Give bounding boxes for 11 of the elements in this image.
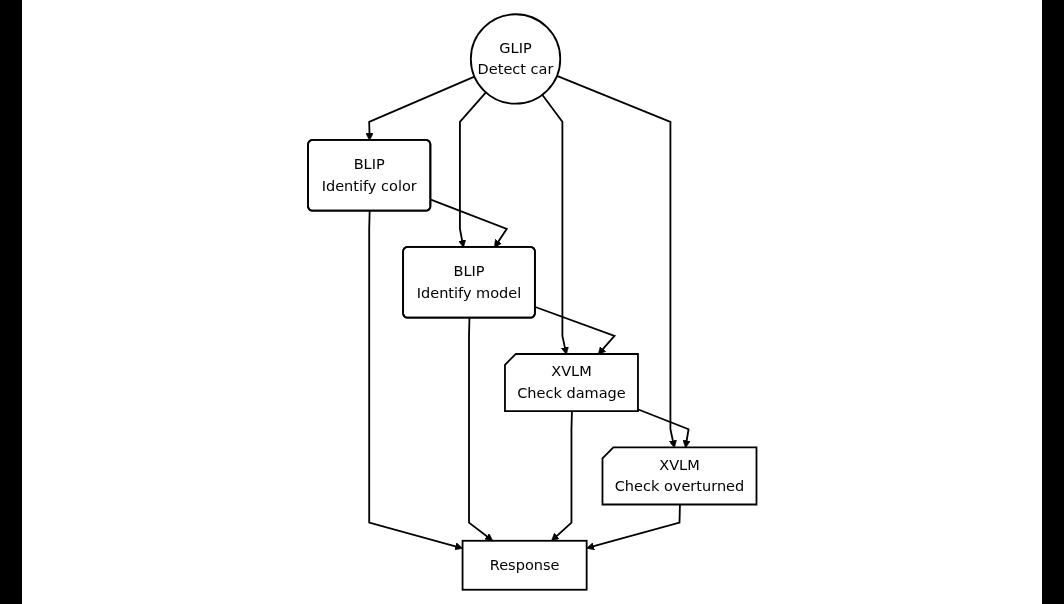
arrow bbox=[467, 317, 493, 542]
arrow bbox=[457, 91, 487, 248]
arrow bbox=[534, 306, 616, 355]
arrow bbox=[541, 93, 569, 355]
arrow bbox=[365, 75, 476, 141]
arrow bbox=[586, 504, 681, 551]
arrow bbox=[368, 210, 463, 551]
node-box: Response bbox=[461, 539, 588, 591]
node-circle: GLIP Detect car bbox=[469, 13, 561, 105]
arrow bbox=[637, 408, 691, 449]
arrow bbox=[550, 410, 573, 542]
